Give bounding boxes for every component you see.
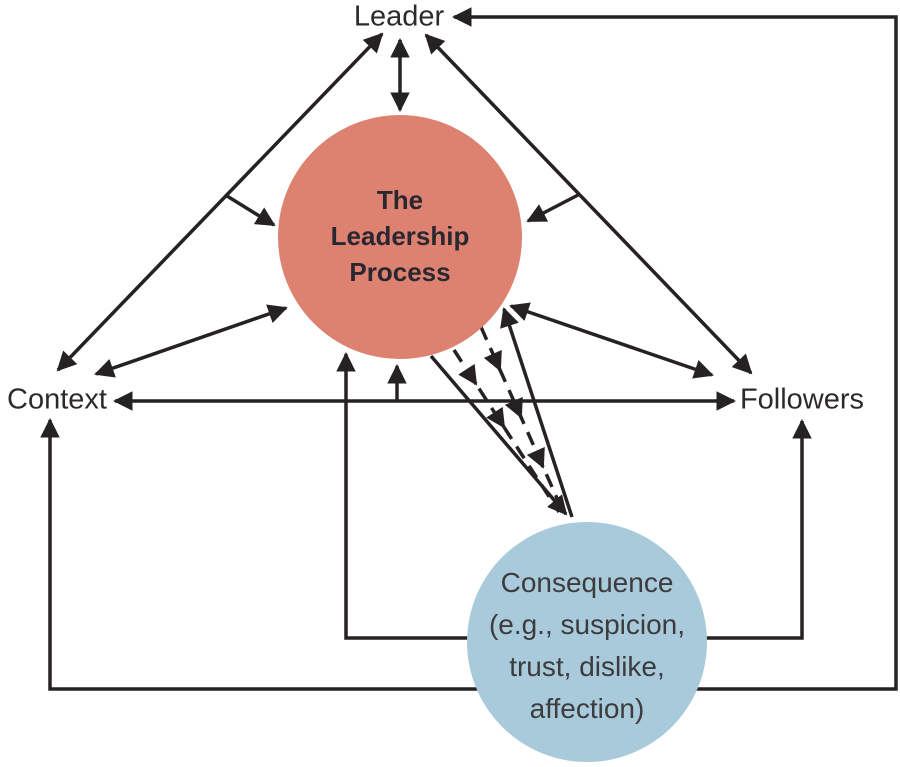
consequence-circle-label: Consequence (e.g., suspicion, trust, dis… bbox=[488, 567, 686, 724]
context-label: Context bbox=[7, 383, 107, 416]
arrow-consequence-to-process bbox=[500, 307, 574, 518]
elbow-consequence-context-leader bbox=[40, 7, 898, 691]
process-circle bbox=[278, 115, 522, 359]
leader-label: Leader bbox=[353, 0, 445, 33]
dashed-chevron bbox=[458, 363, 478, 386]
dashed-chevron bbox=[526, 446, 545, 469]
dashed-arrow-process-consequence-2 bbox=[479, 326, 566, 515]
consequence-circle bbox=[467, 522, 707, 762]
arrow-process-context bbox=[94, 304, 288, 378]
process-circle-label: The Leadership Process bbox=[330, 185, 470, 287]
dashed-chevron bbox=[504, 396, 523, 419]
branch-arrow-rightline-to-process bbox=[526, 192, 581, 223]
branch-arrow-leftline-to-process bbox=[226, 194, 276, 227]
followers-label: Followers bbox=[739, 383, 865, 416]
dashed-chevron bbox=[483, 349, 502, 372]
dashed-chevron bbox=[486, 406, 506, 429]
arrow-process-followers bbox=[509, 302, 714, 379]
